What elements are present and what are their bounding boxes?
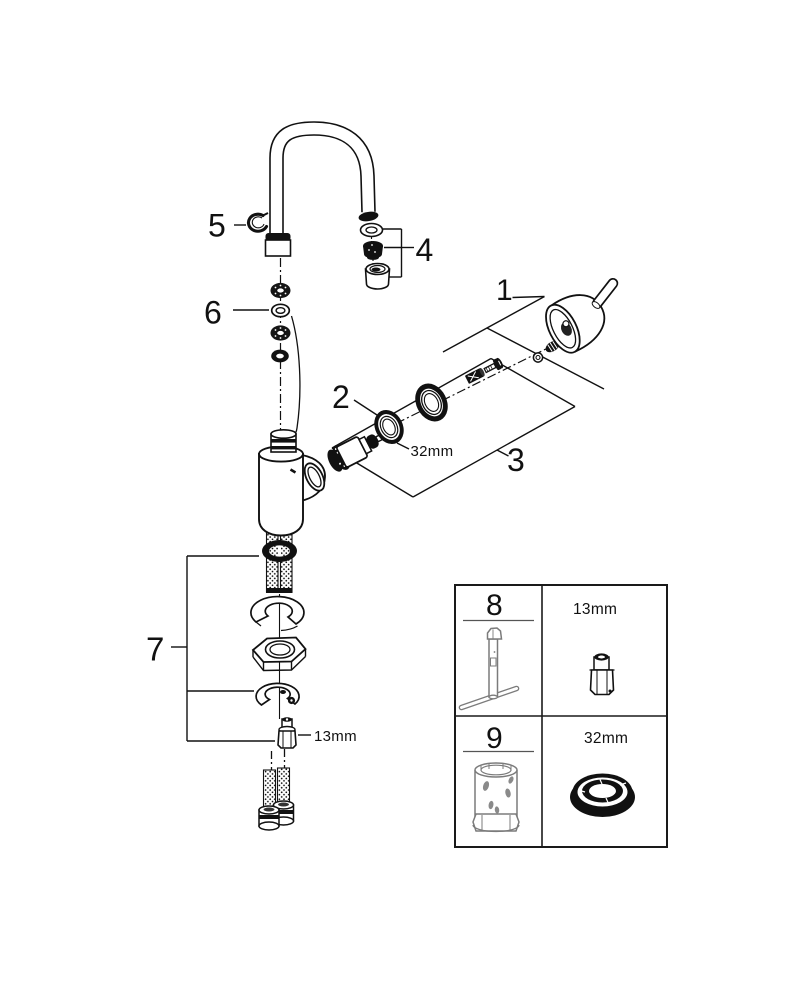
handle-set-screw xyxy=(483,357,504,374)
dim-13mm-label: 13mm xyxy=(314,728,357,745)
dim-32mm-label: 32mm xyxy=(411,443,454,460)
retaining-clip xyxy=(246,212,269,233)
bracket-and-leader-lines xyxy=(171,224,605,770)
oring-item6 xyxy=(270,303,291,318)
lever-handle xyxy=(545,277,619,354)
body-shank xyxy=(270,428,297,453)
callout-4-bracket xyxy=(383,228,414,278)
box-13mm-label: 13mm xyxy=(573,601,617,618)
aerator-washer xyxy=(359,222,384,238)
callout-3: 3 xyxy=(507,442,525,478)
tool-cartridge-socket xyxy=(472,762,520,833)
callout-4: 4 xyxy=(416,232,434,268)
knurled-washer-top xyxy=(270,282,291,299)
tool-cell-9: 9 xyxy=(463,722,534,833)
faucet-body xyxy=(258,428,326,537)
bracket-1-edge-a xyxy=(442,295,545,353)
tool-cell-8: 8 xyxy=(458,589,534,711)
body-detail-mark xyxy=(289,468,297,474)
tool-8-number: 8 xyxy=(486,589,503,622)
spout-collar xyxy=(264,233,292,257)
bracket-3-edge-a xyxy=(331,357,492,449)
spout-tube-fill xyxy=(270,122,375,236)
callout-3-connector xyxy=(496,449,509,457)
spout-tip-band xyxy=(358,211,379,222)
cartridge-and-handle-assembly xyxy=(327,277,619,472)
cap-ring-32mm xyxy=(374,409,404,445)
dim-32mm-leader xyxy=(396,442,410,450)
socket-13mm-icon xyxy=(589,653,615,696)
supply-hoses xyxy=(258,767,295,831)
handle-plug-ball xyxy=(532,352,544,363)
aerator-assembly xyxy=(359,222,391,290)
tools-box: 8 13mm xyxy=(454,584,668,848)
callout-2-leader xyxy=(353,399,378,416)
callout-1: 1 xyxy=(496,274,513,307)
bracket-3-edge-b xyxy=(490,357,576,408)
ring-32mm-icon xyxy=(570,773,635,817)
body-cylinder xyxy=(258,453,304,537)
tool-cell-13mm: 13mm xyxy=(573,601,617,696)
body-side-port xyxy=(303,462,326,492)
cartridge xyxy=(327,432,388,472)
hose-nut-left xyxy=(258,805,280,831)
bracket-3-edge-c xyxy=(412,405,576,498)
retaining-ring xyxy=(415,383,448,422)
oring-stack xyxy=(270,282,291,363)
callout-1-connector xyxy=(512,295,545,299)
screw-bit xyxy=(465,367,485,384)
callout-7-bracket xyxy=(171,555,275,742)
horseshoe-washer xyxy=(250,595,305,632)
box-32mm-label: 32mm xyxy=(584,730,628,747)
hose-guide-curve xyxy=(290,315,301,438)
bracket-1-edge-b xyxy=(486,327,605,390)
mounting-hardware xyxy=(250,527,307,831)
callout-5: 5 xyxy=(208,208,226,244)
mounting-nut xyxy=(251,636,307,672)
callout-labels: 1 2 3 4 5 6 7 32mm 13mm xyxy=(146,208,525,746)
callout-7: 7 xyxy=(146,631,164,668)
tool-9-number: 9 xyxy=(486,722,503,755)
callout-6: 6 xyxy=(204,295,222,331)
knurled-washer-bottom xyxy=(270,324,291,342)
clamp-bracket xyxy=(255,682,300,707)
spout-assembly xyxy=(246,121,391,363)
tool-socket-wrench xyxy=(458,627,520,711)
aerator-insert xyxy=(363,241,383,260)
diagonal-axis-line xyxy=(380,335,573,432)
lever-rod xyxy=(591,277,619,309)
braid-end-band xyxy=(266,588,293,593)
part-cell-32mm: 32mm xyxy=(570,730,635,817)
aerator-housing xyxy=(364,262,391,290)
handle-plug-ball-inner xyxy=(535,354,541,361)
callout-2: 2 xyxy=(332,379,350,415)
base-oring-hole-braid xyxy=(269,545,290,557)
hose-fitting-13mm xyxy=(277,717,297,749)
